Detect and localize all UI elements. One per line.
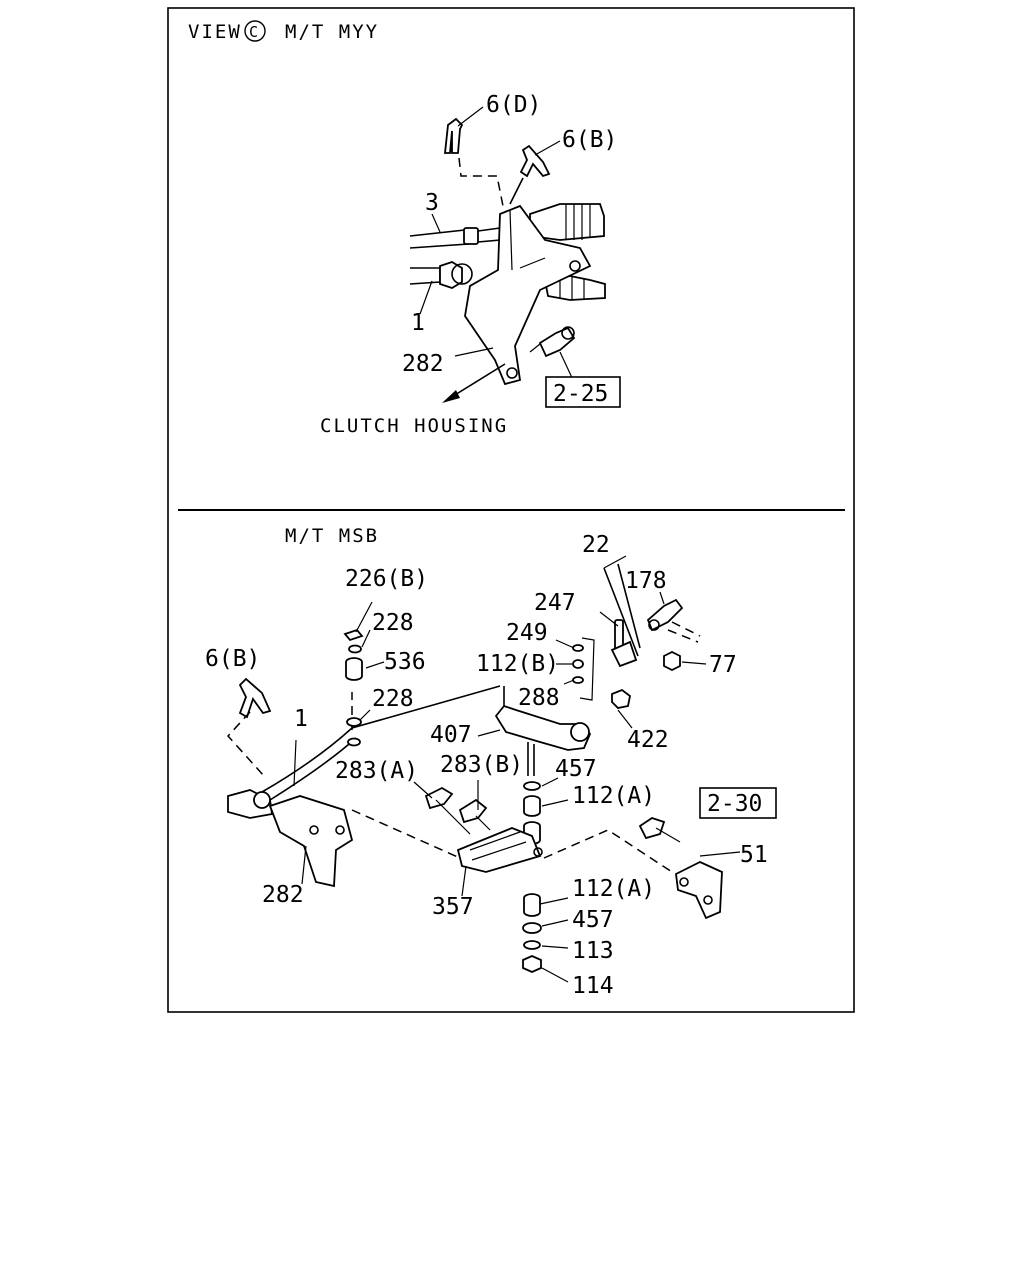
label-228-lower: 228 <box>372 686 414 712</box>
label-112b: 112(B) <box>476 651 559 677</box>
shift-cable-upper <box>409 227 501 249</box>
label-1-bottom: 1 <box>294 706 308 732</box>
clutch-housing-label: CLUTCH HOUSING <box>320 415 508 437</box>
clip-6d-part <box>443 117 504 207</box>
label-6b-top: 6(B) <box>562 127 617 153</box>
label-112a-upper: 112(A) <box>572 783 655 809</box>
label-228-upper: 228 <box>372 610 414 636</box>
bushing-stack-center <box>522 781 542 973</box>
label-288: 288 <box>518 685 560 711</box>
label-6d: 6(D) <box>486 92 541 118</box>
diagram-border <box>167 7 855 1013</box>
top-title-view: VIEW <box>188 21 242 43</box>
label-6b-bottom: 6(B) <box>205 646 260 672</box>
label-536: 536 <box>384 649 426 675</box>
label-112a-lower: 112(A) <box>572 876 655 902</box>
top-panel: VIEW C M/T MYY <box>188 20 621 437</box>
label-178: 178 <box>625 568 667 594</box>
bracket-51-part <box>675 861 723 920</box>
clip-6b-bottom-part <box>226 677 272 777</box>
bracket-282-part <box>464 204 592 386</box>
top-leader-lines <box>419 106 575 383</box>
label-283a: 283(A) <box>335 758 418 784</box>
label-113: 113 <box>572 938 614 964</box>
label-422: 422 <box>627 727 669 753</box>
label-114: 114 <box>572 973 614 999</box>
cable-boot <box>529 203 606 301</box>
label-282-bottom: 282 <box>262 882 304 908</box>
label-247: 247 <box>534 590 576 616</box>
bushing-stack-left <box>343 628 364 747</box>
ref-2-25-label[interactable]: 2-25 <box>553 381 608 407</box>
clutch-housing-arrow <box>442 363 506 403</box>
label-249: 249 <box>506 620 548 646</box>
label-457-upper: 457 <box>555 756 597 782</box>
bottom-title: M/T MSB <box>285 525 379 547</box>
bottom-panel: M/T MSB <box>205 525 777 999</box>
shift-cable-lower <box>409 261 473 289</box>
bolt-283a-part <box>424 786 471 835</box>
view-circle-letter: C <box>249 23 258 41</box>
label-22: 22 <box>582 532 610 558</box>
bolt-283b-part <box>458 798 491 831</box>
rod-end-178-part <box>646 598 701 672</box>
label-282-top: 282 <box>402 351 444 377</box>
lever-22-part <box>572 563 641 709</box>
label-51: 51 <box>740 842 768 868</box>
bolt-part <box>529 326 576 358</box>
bolt-51-part <box>638 817 681 843</box>
ref-box-2-30[interactable] <box>699 787 777 819</box>
bracket-357-part <box>351 809 673 873</box>
label-77: 77 <box>709 652 737 678</box>
ref-2-30-label[interactable]: 2-30 <box>707 791 762 817</box>
label-357: 357 <box>432 894 474 920</box>
label-283b: 283(B) <box>440 752 523 778</box>
view-circle-marker <box>244 20 266 42</box>
label-1-top: 1 <box>411 310 425 336</box>
top-title-model: M/T MYY <box>285 21 379 43</box>
label-407: 407 <box>430 722 472 748</box>
label-457-lower: 457 <box>572 907 614 933</box>
bracket-282-bottom-part <box>268 795 354 888</box>
clip-6b-part <box>509 144 551 205</box>
lever-407-part <box>494 686 592 776</box>
label-226b: 226(B) <box>345 566 428 592</box>
bottom-leader-lines <box>293 555 741 983</box>
ref-box-2-25[interactable] <box>545 376 621 408</box>
label-3: 3 <box>425 190 439 216</box>
